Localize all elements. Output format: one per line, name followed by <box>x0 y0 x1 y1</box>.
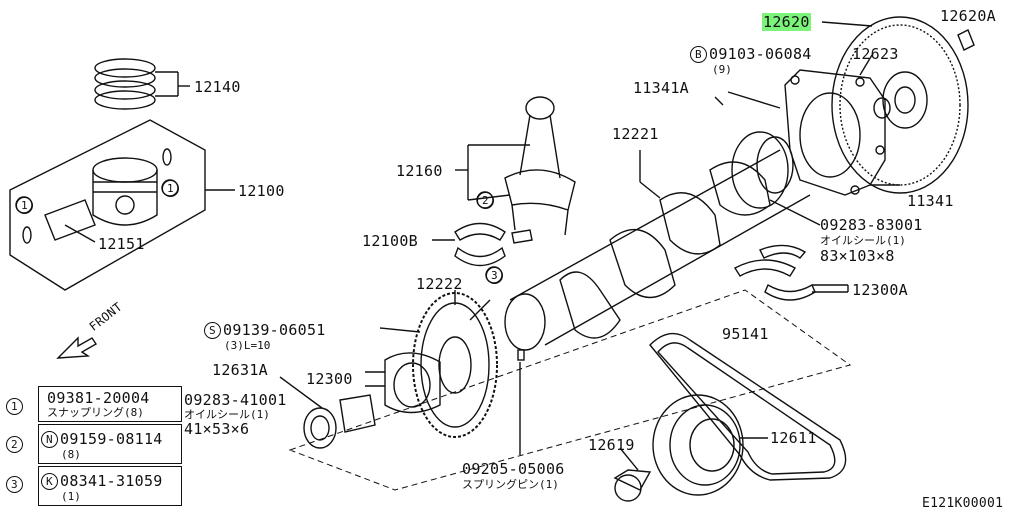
callout-12300: 12300 <box>306 370 353 388</box>
callout-12221: 12221 <box>612 125 659 143</box>
callout-12631A: 12631A <box>212 361 268 379</box>
legend-part-1: 09381-20004 <box>47 389 150 407</box>
legend-num-2: 2 <box>6 436 25 453</box>
seal-rear-part: 09283-83001 <box>820 216 923 234</box>
legend-desc-1: スナップリング(8) <box>47 406 144 419</box>
ref-circle-1-right: 1 <box>162 180 181 197</box>
legend-row-1[interactable]: 09381-20004 スナップリング(8) <box>38 386 182 422</box>
callout-12620A: 12620A <box>940 7 996 25</box>
ref-circle-1-left: 1 <box>16 197 35 214</box>
callout-12160: 12160 <box>396 162 443 180</box>
diagram-code: E121K00001 <box>922 496 1004 511</box>
bearing-shells-drawing <box>432 222 849 301</box>
callout-12222: 12222 <box>416 275 463 293</box>
highlighted-part-number: 12620 <box>762 13 811 31</box>
seal-front-desc: オイルシール(1) <box>184 408 270 421</box>
spring-pin-part: 09205-05006 <box>462 460 565 478</box>
callout-12140: 12140 <box>194 78 241 96</box>
seal-rear-size: 83×103×8 <box>820 247 895 265</box>
front-arrow-icon <box>56 336 97 359</box>
piston-drawing <box>9 119 235 291</box>
callout-12623: 12623 <box>852 45 899 63</box>
ref-circle-3: 3 <box>486 267 505 284</box>
callout-11341A: 11341A <box>633 79 689 97</box>
connecting-rod-drawing <box>455 96 576 244</box>
ref-circle-2: 2 <box>477 192 496 209</box>
bolt-b-qty: (9) <box>712 63 732 76</box>
callout-12100: 12100 <box>238 182 285 200</box>
spring-pin-desc: スプリングピン(1) <box>462 478 559 491</box>
assembly-outline <box>288 289 852 491</box>
rear-seal-housing-drawing <box>714 69 900 196</box>
bolt-s-qty: (3)L=10 <box>224 339 271 352</box>
callout-12151: 12151 <box>98 235 145 253</box>
legend-desc-3: (1) <box>61 490 81 503</box>
legend-num-1: 1 <box>6 398 25 415</box>
legend-num-3: 3 <box>6 476 25 493</box>
callout-12611: 12611 <box>770 429 817 447</box>
seal-front-size: 41×53×6 <box>184 420 250 438</box>
callout-12300A: 12300A <box>852 281 908 299</box>
pulley-belt-drawing <box>613 332 847 502</box>
flywheel-drawing <box>821 16 975 194</box>
piston-rings-drawing <box>94 58 190 110</box>
callout-12620: 12620 <box>762 13 811 31</box>
front-parts-drawing <box>279 349 525 449</box>
callout-11341: 11341 <box>907 192 954 210</box>
callout-12100B: 12100B <box>362 232 418 250</box>
callout-12619: 12619 <box>588 436 635 454</box>
callout-95141: 95141 <box>722 325 769 343</box>
seal-front-part: 09283-41001 <box>184 391 287 409</box>
legend-desc-2: (8) <box>61 448 81 461</box>
crank-sprocket-drawing <box>379 290 498 438</box>
seal-rear-desc: オイルシール(1) <box>820 234 906 247</box>
